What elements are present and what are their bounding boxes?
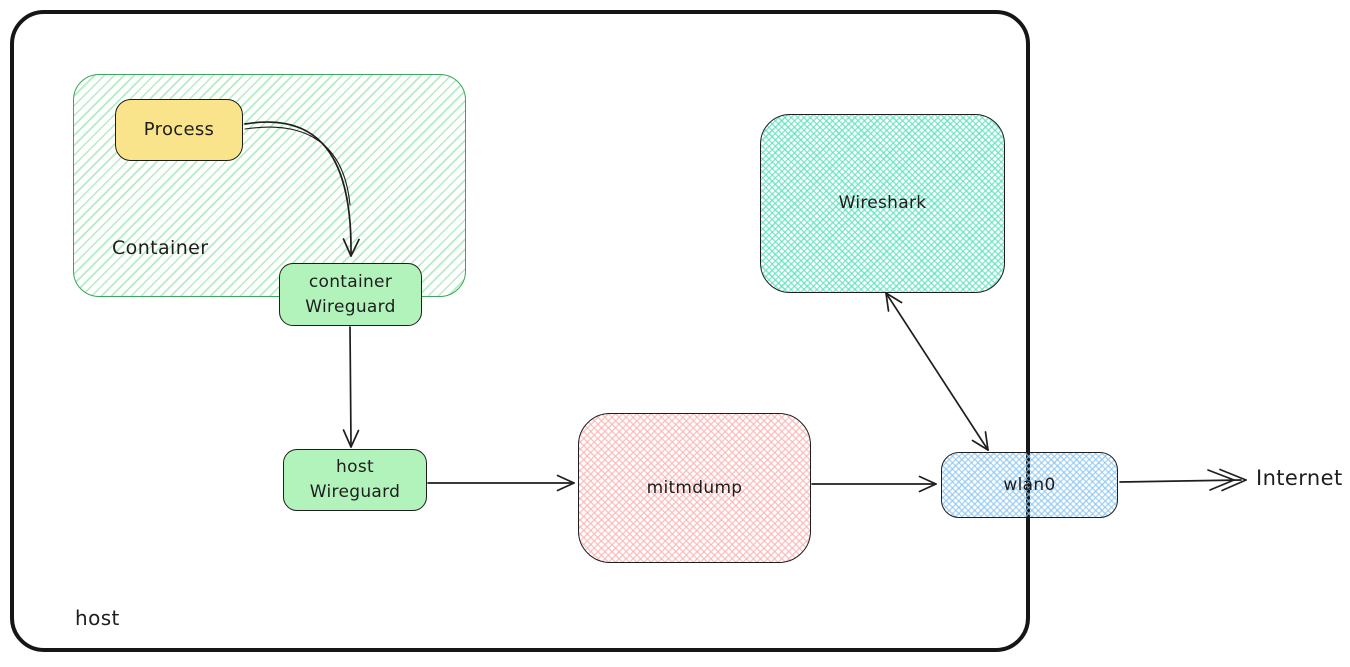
container-boundary-label: Container bbox=[112, 237, 209, 259]
node-host-wireguard: host Wireguard bbox=[283, 449, 427, 511]
node-wlan0-label: wlan0 bbox=[1003, 474, 1056, 495]
node-mitmdump: mitmdump bbox=[578, 413, 811, 563]
internet-label: Internet bbox=[1256, 466, 1343, 490]
node-mitmdump-label: mitmdump bbox=[646, 477, 743, 498]
node-wlan0: wlan0 bbox=[941, 452, 1118, 518]
host-boundary-box bbox=[10, 10, 1030, 652]
node-wireshark-label: Wireshark bbox=[838, 193, 927, 214]
node-container-wireguard-label: container Wireguard bbox=[305, 271, 396, 317]
node-process-label: Process bbox=[143, 118, 215, 140]
node-process: Process bbox=[115, 99, 243, 161]
node-host-wireguard-label: host Wireguard bbox=[309, 457, 401, 502]
node-container-wireguard: container Wireguard bbox=[279, 263, 422, 326]
edge-wlan0-to-internet bbox=[1119, 468, 1247, 492]
node-wireshark: Wireshark bbox=[760, 114, 1005, 293]
host-boundary-label: host bbox=[75, 606, 120, 630]
